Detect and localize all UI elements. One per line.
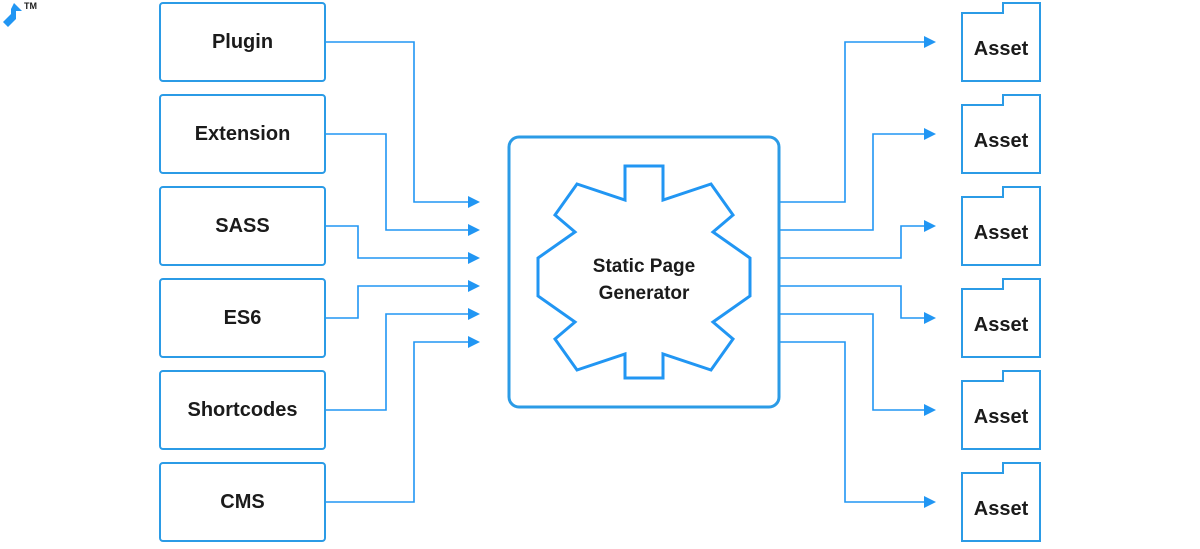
file-icon	[961, 2, 1041, 82]
output-connector-arrow	[780, 220, 936, 259]
output-connector-arrow	[780, 341, 936, 508]
gear-icon	[536, 164, 752, 380]
asset-label: Asset	[974, 130, 1029, 152]
file-icon	[961, 94, 1041, 174]
toptal-logo-icon: TM	[3, 1, 37, 27]
input-box-extension: Extension	[159, 94, 326, 174]
input-connector-arrow	[326, 133, 480, 236]
output-assets: Asset Asset Asset Asset Asset Asset	[961, 2, 1041, 542]
input-label: Shortcodes	[187, 399, 297, 421]
asset-label: Asset	[974, 406, 1029, 428]
file-icon	[961, 278, 1041, 358]
generator-label-line1: Static Page	[593, 256, 695, 277]
asset-box-4: Asset	[961, 278, 1041, 358]
output-connector-arrow	[780, 128, 936, 231]
input-box-es6: ES6	[159, 278, 326, 358]
asset-label: Asset	[974, 498, 1029, 520]
input-connector-arrow	[326, 41, 480, 208]
input-connector-arrow	[326, 308, 480, 411]
input-connector-arrow	[326, 280, 480, 319]
output-connector-arrow	[780, 36, 936, 203]
output-connectors	[780, 36, 936, 508]
asset-label: Asset	[974, 38, 1029, 60]
input-label: Plugin	[212, 31, 273, 53]
input-connectors	[326, 41, 480, 503]
input-box-sass: SASS	[159, 186, 326, 266]
file-icon	[961, 370, 1041, 450]
asset-label: Asset	[974, 314, 1029, 336]
input-boxes: Plugin Extension SASS ES6 Shortcodes CMS	[159, 2, 326, 542]
trademark-label: TM	[24, 1, 37, 11]
asset-box-2: Asset	[961, 94, 1041, 174]
asset-label: Asset	[974, 222, 1029, 244]
file-icon	[961, 186, 1041, 266]
input-label: Extension	[195, 123, 291, 145]
input-label: ES6	[224, 307, 262, 329]
asset-box-1: Asset	[961, 2, 1041, 82]
asset-box-5: Asset	[961, 370, 1041, 450]
input-label: CMS	[220, 491, 264, 513]
generator-label-line2: Generator	[599, 283, 690, 304]
output-connector-arrow	[780, 285, 936, 324]
input-box-cms: CMS	[159, 462, 326, 542]
input-box-plugin: Plugin	[159, 2, 326, 82]
input-connector-arrow	[326, 225, 480, 264]
static-page-generator: Static Page Generator	[507, 135, 781, 409]
file-icon	[961, 462, 1041, 542]
output-connector-arrow	[780, 313, 936, 416]
asset-box-6: Asset	[961, 462, 1041, 542]
input-box-shortcodes: Shortcodes	[159, 370, 326, 450]
asset-box-3: Asset	[961, 186, 1041, 266]
input-connector-arrow	[326, 336, 480, 503]
input-label: SASS	[215, 215, 269, 237]
